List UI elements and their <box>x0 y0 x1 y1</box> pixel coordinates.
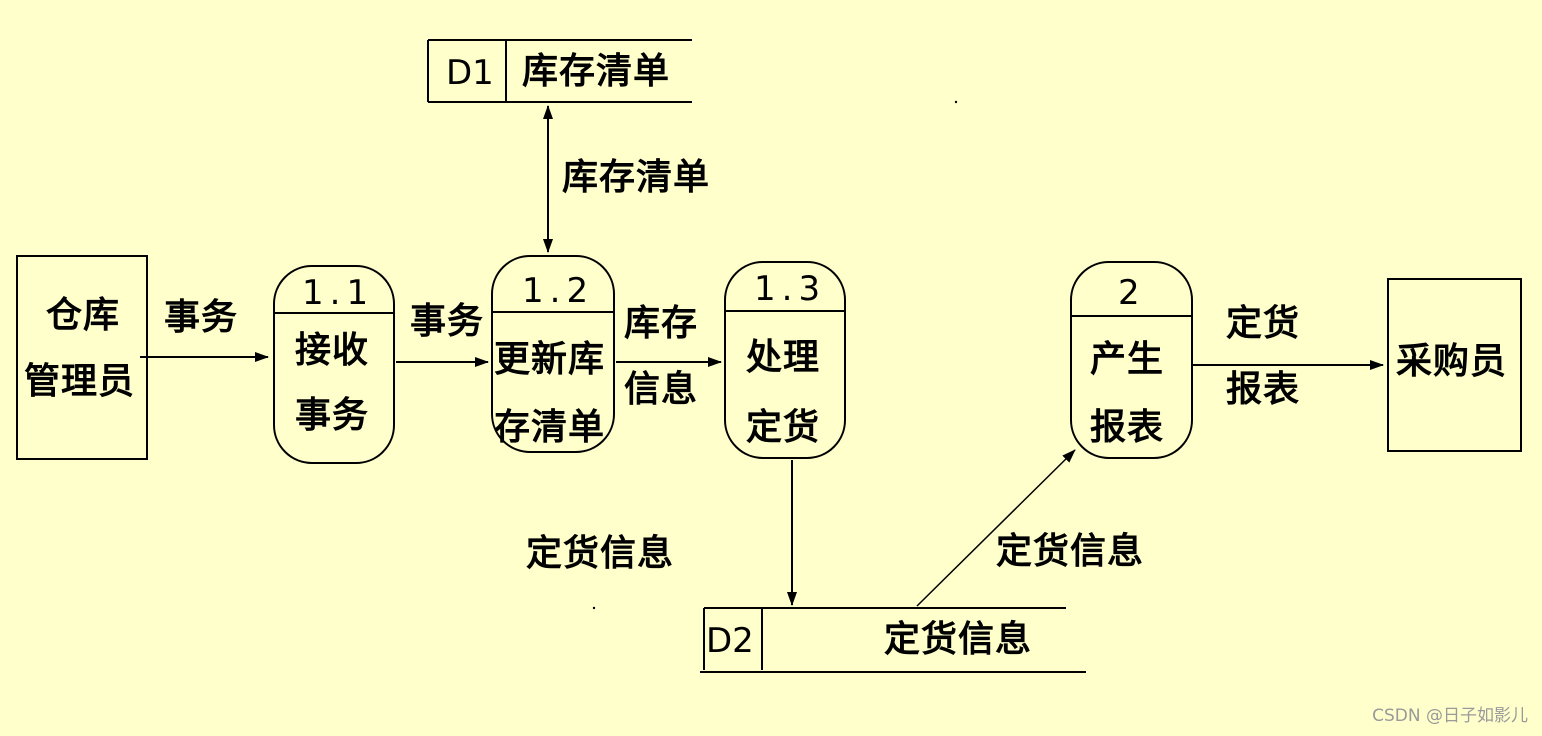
process-1-2-line1: 更新库 <box>494 339 606 380</box>
flow-label-inventory-list: 库存清单 <box>562 157 711 198</box>
process-2-number: 2 <box>1118 273 1146 313</box>
flow-label-inventory-info-line1: 库存 <box>624 303 699 344</box>
process-1-2-number: 1.2 <box>522 271 595 311</box>
process-1-3 <box>724 261 846 459</box>
stray-dot <box>954 100 958 104</box>
process-1-2 <box>491 255 615 453</box>
process-1-1-number: 1.1 <box>302 273 375 313</box>
flow-label-inventory-info-line2: 信息 <box>624 369 699 410</box>
process-2 <box>1070 261 1193 459</box>
data-store-d2-id: D2 <box>706 621 754 661</box>
flow-label-transaction-in: 事务 <box>164 297 239 338</box>
entity-warehouse-manager-line2: 管理员 <box>24 361 136 402</box>
data-store-d1 <box>427 39 692 103</box>
flow-label-order-report-line2: 报表 <box>1226 369 1301 410</box>
data-store-d1-id: D1 <box>446 53 494 93</box>
entity-purchaser <box>1387 278 1522 452</box>
watermark-text: CSDN @日子如影儿 <box>1372 706 1528 726</box>
process-1-3-line1: 处理 <box>746 337 821 378</box>
process-2-line2: 报表 <box>1090 407 1165 448</box>
data-store-d1-name: 库存清单 <box>522 51 671 92</box>
entity-warehouse-manager-line1: 仓库 <box>46 295 121 336</box>
flow-label-order-info-right: 定货信息 <box>996 531 1145 572</box>
data-store-d2 <box>700 607 1086 673</box>
process-1-1-line2: 事务 <box>295 395 370 436</box>
process-1-3-line2: 定货 <box>746 407 821 448</box>
process-1-1-line1: 接收 <box>295 330 370 371</box>
process-1-2-line2: 存清单 <box>494 407 606 448</box>
flow-order-info-up-arrow <box>916 449 1076 607</box>
entity-purchaser-name: 采购员 <box>1396 341 1508 382</box>
flow-label-transaction-mid: 事务 <box>410 301 485 342</box>
process-1-1 <box>273 265 395 464</box>
stray-dot <box>592 606 596 610</box>
entity-warehouse-manager <box>16 255 148 460</box>
flow-label-order-info-left: 定货信息 <box>526 533 675 574</box>
data-store-d2-name: 定货信息 <box>884 619 1033 660</box>
flow-label-order-report-line1: 定货 <box>1226 303 1301 344</box>
process-1-3-number: 1.3 <box>754 269 827 309</box>
process-2-line1: 产生 <box>1090 339 1165 380</box>
